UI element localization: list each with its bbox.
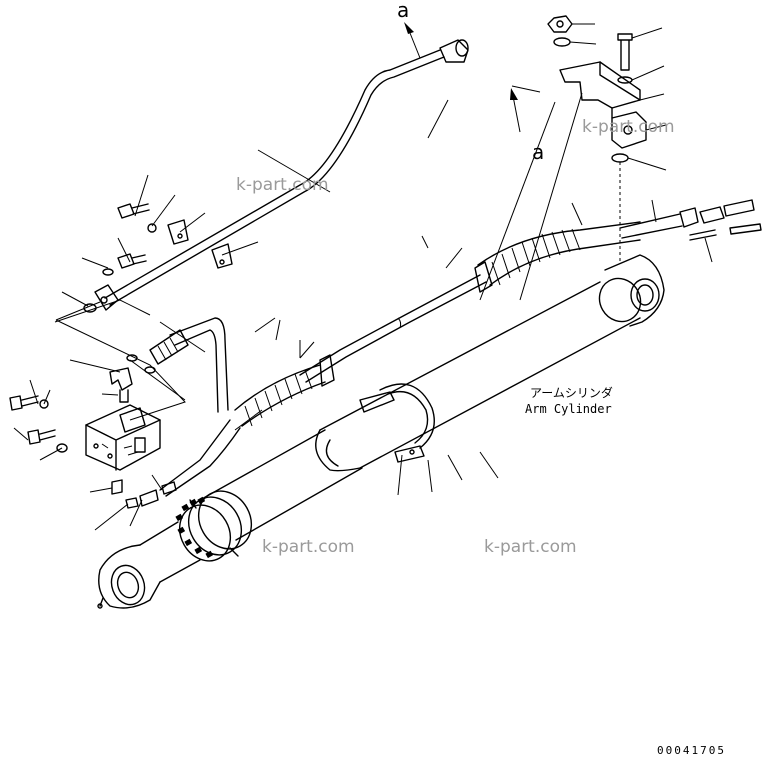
watermark: k-part.com: [262, 537, 355, 557]
right-hose-fittings: [619, 199, 762, 241]
spiral-guard-upper: [491, 228, 581, 286]
watermark: k-part.com: [484, 537, 577, 557]
leader-lines: [13, 23, 713, 531]
left-bolts-washers: [9, 203, 233, 453]
reference-letter-a-bracket: a: [532, 140, 545, 164]
reference-arrows: [404, 22, 521, 133]
cylinder-head-nut: [175, 496, 214, 559]
hose-end-fitting: [149, 329, 189, 365]
reference-letter-a-top: a: [397, 0, 410, 22]
upper-bracket: [547, 15, 647, 262]
watermark: k-part.com: [582, 117, 675, 137]
spiral-guard-lower: [244, 369, 313, 427]
part-name-japanese: アームシリンダ: [530, 386, 613, 400]
upper-steel-pipe: [94, 39, 469, 311]
arm-cylinder-body: [97, 254, 665, 609]
cylinder-clamp-band: [359, 383, 435, 463]
document-number: 00041705: [657, 744, 726, 757]
assembly-group-lines: [54, 101, 556, 401]
watermark: k-part.com: [236, 175, 329, 195]
part-name-english: Arm Cylinder: [525, 402, 612, 416]
lower-hose-run: [149, 221, 641, 497]
hose-burst-valve: [85, 404, 177, 509]
